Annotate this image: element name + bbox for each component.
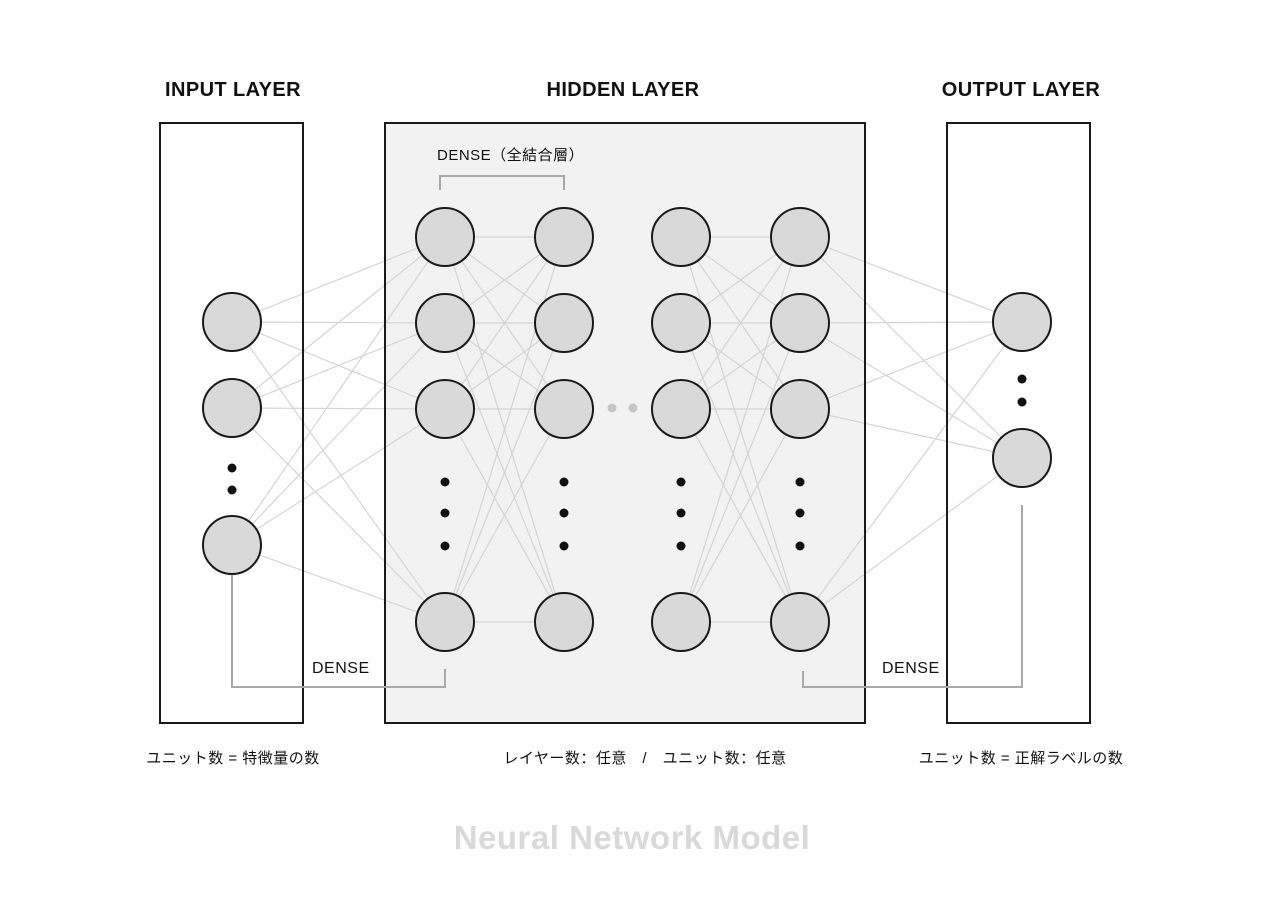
unit-node xyxy=(992,292,1052,352)
connection-line xyxy=(799,236,1023,459)
diagram-title-watermark: Neural Network Model xyxy=(453,819,811,856)
layer-box-fills xyxy=(160,123,1090,723)
unit-node xyxy=(534,293,594,353)
connection-line xyxy=(231,236,446,409)
ellipsis-dot xyxy=(795,477,805,487)
hidden-layer-title: HIDDEN LAYER xyxy=(546,79,700,101)
connection-line xyxy=(680,236,801,410)
unit-nodes xyxy=(202,207,1052,652)
connection-line xyxy=(799,236,1023,323)
dense-brackets xyxy=(231,175,1023,688)
unit-node xyxy=(992,428,1052,488)
ellipsis-dot xyxy=(559,477,569,487)
connection-line xyxy=(231,322,446,546)
output-units-note: ユニット数 = 正解ラベルの数 xyxy=(918,750,1124,767)
unit-node xyxy=(651,207,711,267)
unit-node xyxy=(415,293,475,353)
connection-line xyxy=(799,321,1023,623)
output-layer-title: OUTPUT LAYER xyxy=(941,79,1101,101)
input-layer-box xyxy=(159,122,304,724)
ellipsis-dot xyxy=(440,541,450,551)
unit-node xyxy=(202,515,262,575)
ellipsis-dot xyxy=(440,477,450,487)
unit-node xyxy=(651,293,711,353)
connection-line xyxy=(799,457,1023,623)
dense-left-bracket xyxy=(231,575,446,688)
ellipsis-dot xyxy=(676,541,686,551)
dense-right-bracket xyxy=(802,505,1023,688)
unit-node xyxy=(651,379,711,439)
ellipsis-dot xyxy=(1017,397,1027,407)
connection-line xyxy=(231,236,446,546)
hidden-layer-box xyxy=(384,122,866,724)
unit-node xyxy=(202,292,262,352)
input-layer-title: INPUT LAYER xyxy=(165,79,301,101)
unit-node xyxy=(415,592,475,652)
unit-node xyxy=(770,592,830,652)
unit-node xyxy=(770,207,830,267)
connection-line xyxy=(799,322,1023,459)
ellipsis-dot xyxy=(676,508,686,518)
connection-line xyxy=(444,322,565,623)
ellipsis-dot xyxy=(227,485,237,495)
ellipsis-dot xyxy=(440,508,450,518)
ellipsis-dot xyxy=(676,477,686,487)
unit-node xyxy=(651,592,711,652)
output-layer-box xyxy=(946,122,1091,724)
connection-line xyxy=(799,321,1023,410)
dense-top-bracket xyxy=(439,175,565,190)
dense-left-annotation: DENSE xyxy=(312,660,370,677)
ellipsis-dot xyxy=(795,508,805,518)
unit-node xyxy=(534,379,594,439)
connection-line xyxy=(444,236,565,410)
connection-line xyxy=(799,408,1023,459)
hidden-columns-ellipsis-dot xyxy=(628,403,638,413)
ellipsis-dot xyxy=(559,508,569,518)
connection-line xyxy=(231,322,446,409)
connection-line xyxy=(680,408,801,623)
ellipsis-dot xyxy=(559,541,569,551)
connection-line xyxy=(231,321,446,623)
unit-node xyxy=(770,379,830,439)
connection-line xyxy=(231,236,446,323)
unit-node xyxy=(770,293,830,353)
dense-right-annotation: DENSE xyxy=(882,660,940,677)
connection-line xyxy=(680,322,801,623)
hidden-columns-ellipsis-dot xyxy=(607,403,617,413)
dense-fully-connected-annotation: DENSE（全結合層） xyxy=(437,147,585,164)
input-units-note: ユニット数 = 特徴量の数 xyxy=(146,750,320,767)
unit-node xyxy=(534,592,594,652)
ellipsis-dot xyxy=(795,541,805,551)
unit-node xyxy=(415,207,475,267)
connection-line xyxy=(231,408,446,546)
connection-line xyxy=(231,544,446,623)
connection-line xyxy=(444,408,565,623)
unit-node xyxy=(534,207,594,267)
ellipsis-dot xyxy=(227,463,237,473)
layer-box-borders xyxy=(159,122,1091,724)
ellipsis-dots xyxy=(227,374,1027,551)
connection-line xyxy=(231,407,446,623)
unit-node xyxy=(202,378,262,438)
ellipsis-dot xyxy=(1017,374,1027,384)
hidden-units-note: レイヤー数：任意 / ユニット数：任意 xyxy=(503,750,787,767)
connection-line xyxy=(231,407,446,410)
unit-node xyxy=(415,379,475,439)
connection-line xyxy=(799,321,1023,324)
